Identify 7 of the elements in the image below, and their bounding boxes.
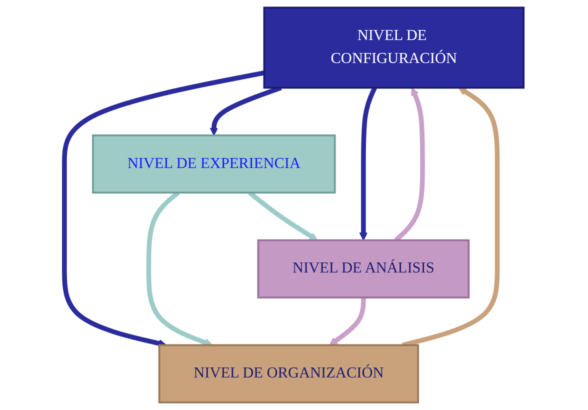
arrow [329, 298, 366, 346]
node-box: NIVEL DE CONFIGURACIÓN [263, 6, 525, 89]
node-box: NIVEL DE EXPERIENCIA [92, 134, 336, 194]
arrow [359, 86, 377, 241]
arrow [62, 70, 265, 348]
node-box: NIVEL DE ORGANIZACIÓN [158, 344, 419, 404]
node-box: NIVEL DE ANÁLISIS [257, 239, 470, 298]
